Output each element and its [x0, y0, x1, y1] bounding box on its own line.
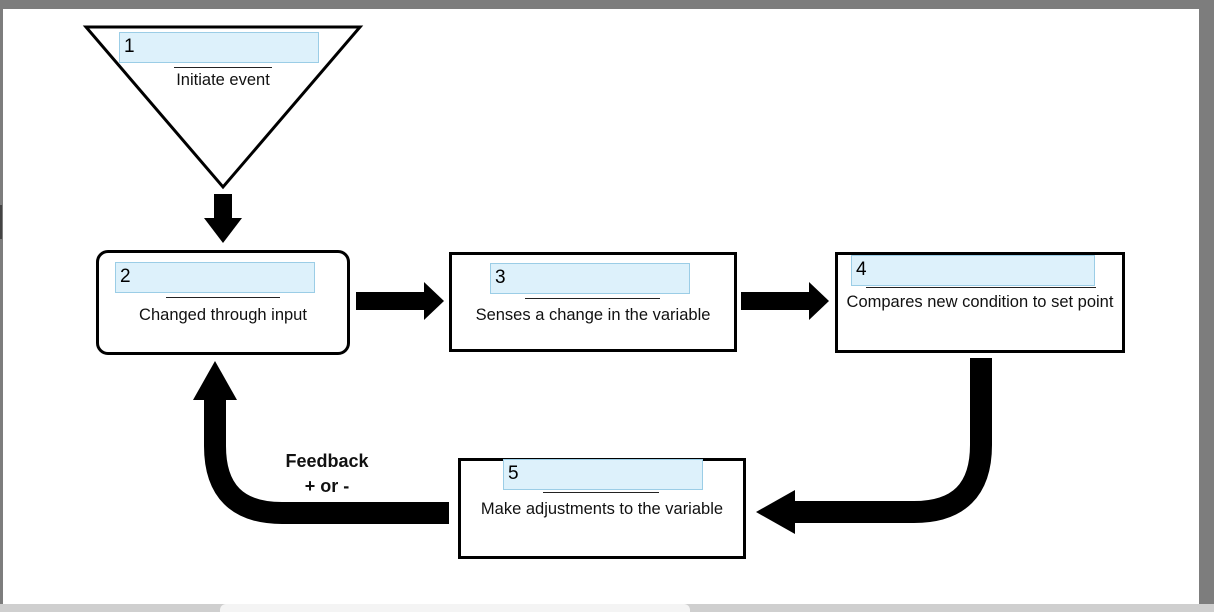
arrow-2-to-3	[356, 282, 444, 320]
feedback-label: Feedback + or -	[262, 449, 392, 499]
blank-line-3	[525, 298, 660, 299]
answer-field-4[interactable]: 4	[851, 255, 1095, 286]
step-5-label: Make adjustments to the variable	[480, 500, 724, 518]
arrow-4-to-5	[756, 358, 992, 534]
answer-field-1[interactable]: 1	[119, 32, 319, 63]
blank-line-4	[866, 287, 1096, 288]
feedback-title: Feedback	[285, 451, 369, 471]
blank-line-2	[166, 297, 280, 298]
feedback-sign: + or -	[304, 476, 350, 496]
step-4-label: Compares new condition to set point	[846, 293, 1114, 311]
step-3-label: Senses a change in the variable	[475, 306, 711, 324]
arrow-1-to-2	[204, 194, 242, 243]
step-1-label: Initiate event	[176, 71, 270, 89]
triangle-node-1	[82, 25, 364, 190]
blank-line-1	[174, 67, 272, 68]
arrow-3-to-4	[741, 282, 829, 320]
bottom-toolbar-strip	[0, 604, 1214, 612]
blank-line-5	[543, 492, 659, 493]
toolbar-pill	[220, 604, 690, 612]
answer-field-5[interactable]: 5	[503, 459, 703, 490]
answer-field-2[interactable]: 2	[115, 262, 315, 293]
step-2-label: Changed through input	[139, 306, 307, 324]
answer-field-3[interactable]: 3	[490, 263, 690, 294]
edge-fragment	[0, 205, 6, 239]
feedback-arrow-5-to-2	[193, 361, 449, 524]
